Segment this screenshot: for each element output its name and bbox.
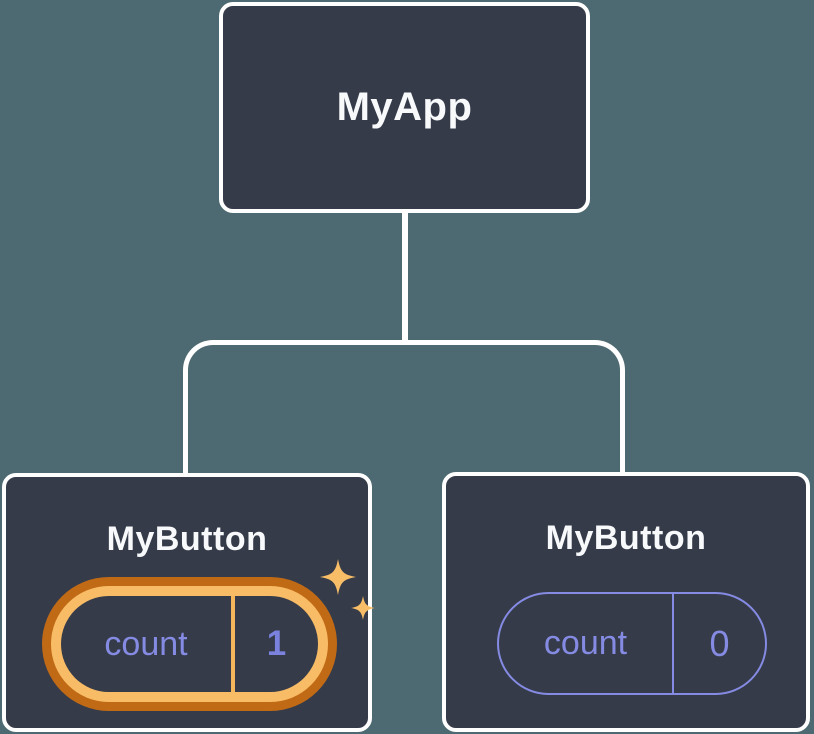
- state-pill-highlighted: count 1: [42, 577, 337, 711]
- root-node-label: MyApp: [336, 85, 473, 129]
- state-value: 1: [266, 624, 287, 663]
- state-pill-divider: [231, 596, 235, 692]
- child-node-right-label: MyButton: [545, 519, 707, 557]
- connector-branch: [183, 340, 625, 474]
- state-pill-normal: count 0: [497, 592, 767, 695]
- state-pill-body: count 1: [61, 596, 318, 692]
- state-pill-divider: [672, 594, 674, 693]
- connector-root-stem: [402, 211, 408, 342]
- state-pill-highlight-ring: count 1: [51, 586, 328, 702]
- sparkle-icon: [320, 559, 375, 620]
- state-value: 0: [709, 622, 730, 664]
- state-key: count: [104, 624, 188, 663]
- child-node-left: MyButton count 1: [2, 473, 375, 732]
- child-node-left-label: MyButton: [106, 520, 268, 558]
- child-node-right: MyButton count 0: [442, 472, 810, 732]
- state-key: count: [543, 624, 628, 662]
- root-node: MyApp: [219, 2, 590, 213]
